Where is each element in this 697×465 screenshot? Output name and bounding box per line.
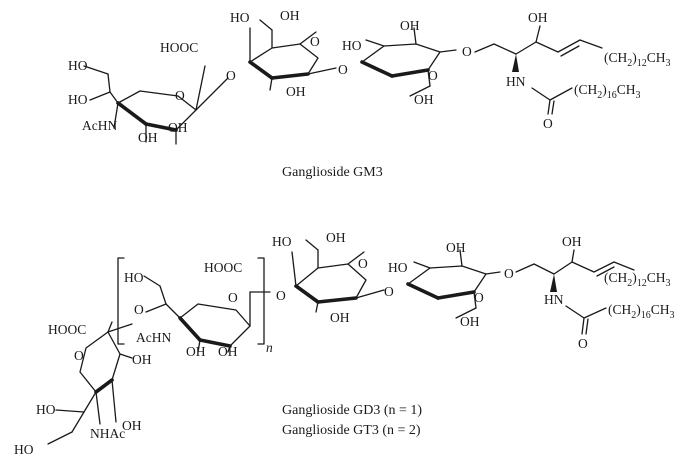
gd3-terminal-oh-bottom-label: OH (122, 418, 142, 433)
ganglioside-gd3-gt3-structure: n HOOC O HO O AcHN OH OH (14, 230, 675, 457)
gm3-achn-label: AcHN (82, 118, 117, 133)
gd3-terminal-hooc-label: HOOC (48, 322, 86, 337)
gd3-inner-sialic-acid-ring (143, 275, 271, 353)
gd3-glc-oh-bottom-label: OH (460, 314, 480, 329)
gd3-cer-hn-label: HN (544, 292, 564, 307)
gd3-glc-oh-top-label: OH (446, 240, 466, 255)
gd3-terminal-sialic-acid-ring (47, 321, 133, 445)
gm3-oh-bottom-left-label: OH (138, 130, 158, 145)
gm3-gal-ho-label: HO (230, 10, 250, 25)
gd3-inner-ho-label: HO (124, 270, 144, 285)
svg-text:(CH2)16CH3: (CH2)16CH3 (574, 82, 641, 101)
gd3-inner-oh-right-label: OH (218, 344, 238, 359)
gm3-glc-ring-o-label: O (428, 68, 438, 83)
gd3-terminal-nhac-label: NHAc (90, 426, 125, 441)
gd3-glc-ho-label: HO (388, 260, 408, 275)
gm3-cer-carbonyl-o-label: O (543, 116, 553, 131)
gm3-glc-ho-label: HO (342, 38, 362, 53)
gd3-terminal-ho-bottom-label: HO (14, 442, 34, 457)
gm3-glucose-ring (360, 27, 457, 97)
svg-text:(CH2)12CH3: (CH2)12CH3 (604, 270, 671, 289)
repeat-unit-brackets (117, 257, 265, 345)
gd3-terminal-ring-o-label: O (74, 348, 84, 363)
gd3-inner-hooc-label: HOOC (204, 260, 242, 275)
gd3-cer-carbonyl-o-label: O (578, 336, 588, 351)
gd3-terminal-oh-label: OH (132, 352, 152, 367)
gm3-oh-bottom-right-label: OH (168, 120, 188, 135)
caption-gd3: Ganglioside GD3 (n = 1) (282, 403, 422, 418)
gm3-glycosidic-o3-label: O (462, 44, 472, 59)
gm3-glc-oh-bottom-label: OH (414, 92, 434, 107)
gd3-inner-o-link-label: O (134, 302, 144, 317)
gm3-ceramide-backbone (474, 25, 603, 115)
repeat-count-n: n (266, 340, 273, 355)
gd3-inner-achn-label: AcHN (136, 330, 171, 345)
svg-text:(CH2)12CH3: (CH2)12CH3 (604, 50, 671, 69)
gd3-gal-ring-o-label: O (358, 256, 368, 271)
gm3-glc-oh-top-label: OH (400, 18, 420, 33)
gd3-gal-oh-ch2-label: OH (326, 230, 346, 245)
gm3-ho-mid-label: HO (68, 92, 88, 107)
gm3-gal-oh-ch2-label: OH (280, 8, 300, 23)
gd3-glycosidic-o1-label: O (276, 288, 286, 303)
gm3-hooc-label: HOOC (160, 40, 198, 55)
gm3-cer-hn-label: HN (506, 74, 526, 89)
gd3-gal-oh-bottom-label: OH (330, 310, 350, 325)
gd3-gal-ho-label: HO (272, 234, 292, 249)
gm3-cer-oh-label: OH (528, 10, 548, 25)
gd3-glycosidic-o2-label: O (384, 284, 394, 299)
gm3-ho-top-label: HO (68, 58, 88, 73)
gm3-gal-oh-bottom-label: OH (286, 84, 306, 99)
gd3-cer-oh-label: OH (562, 234, 582, 249)
gd3-sphingoid-chain: (CH2)12CH3 (604, 270, 671, 289)
gm3-glycosidic-o1-label: O (226, 68, 236, 83)
gd3-glc-ring-o-label: O (474, 290, 484, 305)
gd3-glucose-ring (406, 249, 501, 319)
gd3-inner-ring-o-label: O (228, 290, 238, 305)
gd3-fatty-acid-chain: (CH2)16CH3 (608, 302, 675, 321)
gd3-glycosidic-o3-label: O (504, 266, 514, 281)
gm3-galactose-ring (248, 19, 337, 91)
gd3-terminal-ho-mid-label: HO (36, 402, 56, 417)
gm3-ring-o-label: O (175, 88, 185, 103)
gm3-sialic-acid-ring (83, 65, 229, 145)
gm3-fatty-acid-chain: (CH2)16CH3 (574, 82, 641, 101)
caption-gt3: Ganglioside GT3 (n = 2) (282, 423, 421, 438)
ganglioside-gm3-structure: HOOC O HO HO AcHN OH OH O HO OH O OH O (68, 8, 671, 145)
caption-gm3: Ganglioside GM3 (282, 165, 383, 180)
svg-text:(CH2)16CH3: (CH2)16CH3 (608, 302, 675, 321)
gd3-ceramide-backbone (515, 249, 635, 335)
gd3-galactose-ring (291, 239, 385, 313)
gm3-glycosidic-o2-label: O (338, 62, 348, 77)
gm3-sphingoid-chain: (CH2)12CH3 (604, 50, 671, 69)
gd3-inner-oh-left-label: OH (186, 344, 206, 359)
gm3-gal-ring-o-label: O (310, 34, 320, 49)
